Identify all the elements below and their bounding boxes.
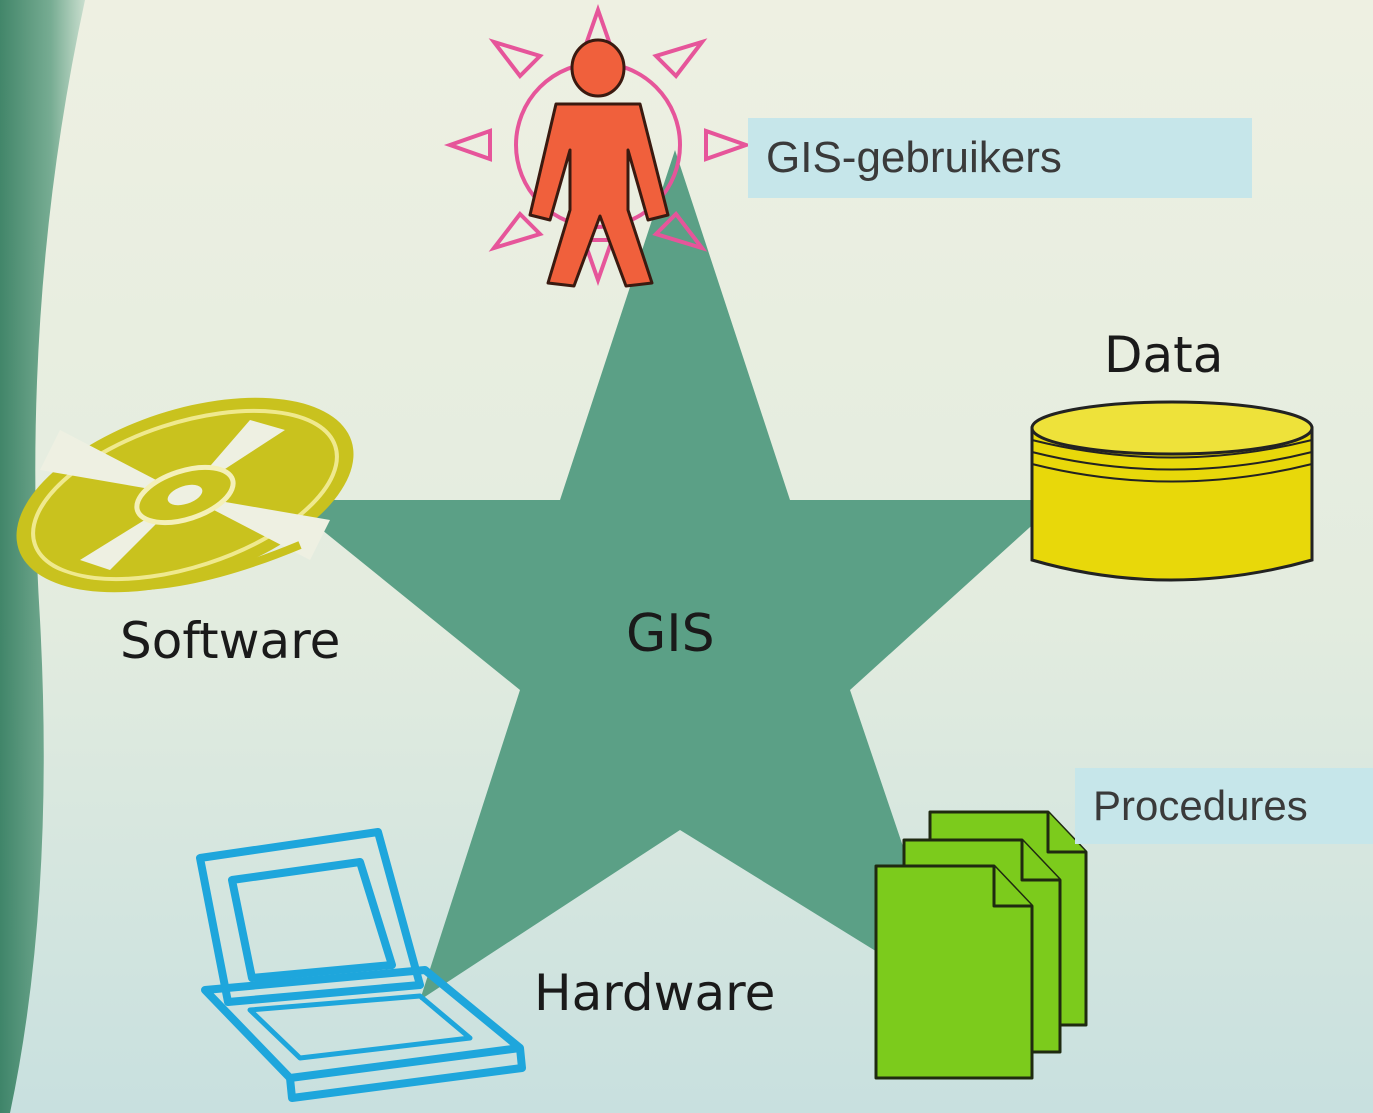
software-label: Software — [120, 612, 341, 670]
gis-star — [285, 150, 1060, 1000]
center-label: GIS — [626, 604, 715, 664]
laptop-icon — [196, 828, 526, 1102]
data-label: Data — [1104, 326, 1224, 384]
procedures-label: Procedures — [1075, 768, 1373, 844]
documents-icon — [874, 810, 1088, 1080]
users-label: GIS-gebruikers — [748, 118, 1252, 198]
database-icon — [1030, 400, 1314, 582]
cd-disc-icon — [16, 397, 354, 593]
hardware-label: Hardware — [534, 964, 776, 1022]
person-icon — [443, 3, 753, 288]
